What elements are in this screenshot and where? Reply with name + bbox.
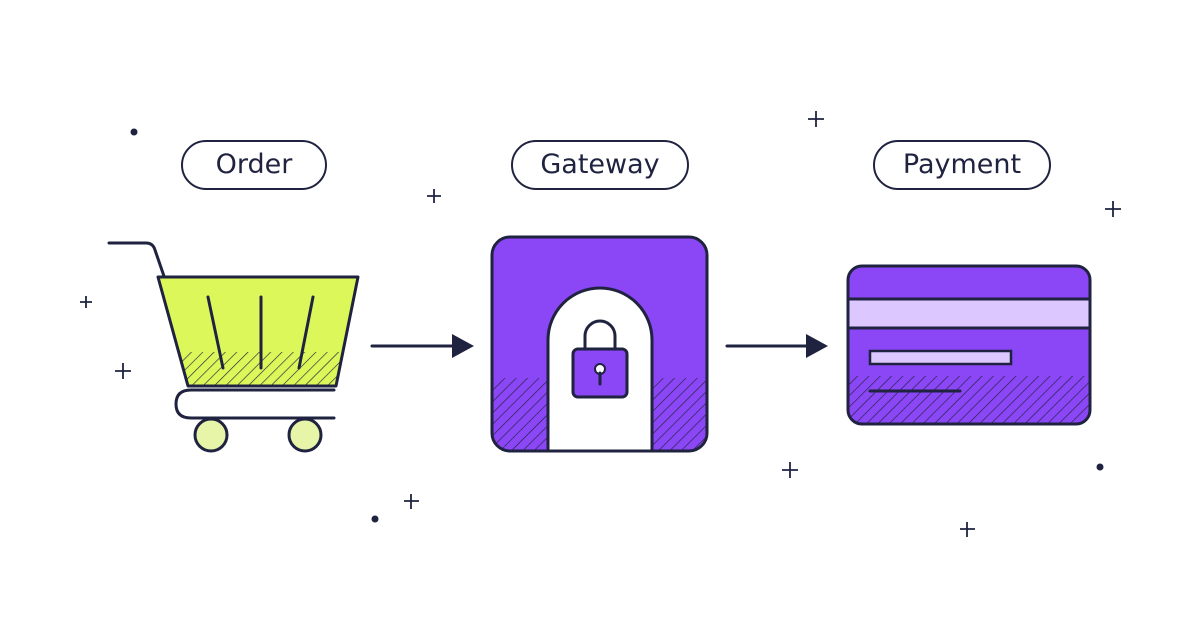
step-label-gateway: Gateway (511, 140, 689, 190)
padlock-doorway-icon (490, 235, 709, 453)
arrow-gateway-to-payment (725, 334, 828, 358)
card-stripe (846, 297, 1092, 330)
cart-wheel-left (193, 417, 229, 453)
card-number-line (868, 349, 1013, 366)
shopping-cart-icon (107, 241, 360, 453)
step-label-order: Order (181, 140, 327, 190)
step-label-payment: Payment (873, 140, 1051, 190)
cart-wheel-right (287, 417, 323, 453)
decorative-dots (130, 128, 1104, 523)
decorative-sparkles (80, 111, 1121, 537)
credit-card-icon (846, 264, 1092, 426)
arrow-order-to-gateway (370, 334, 474, 358)
